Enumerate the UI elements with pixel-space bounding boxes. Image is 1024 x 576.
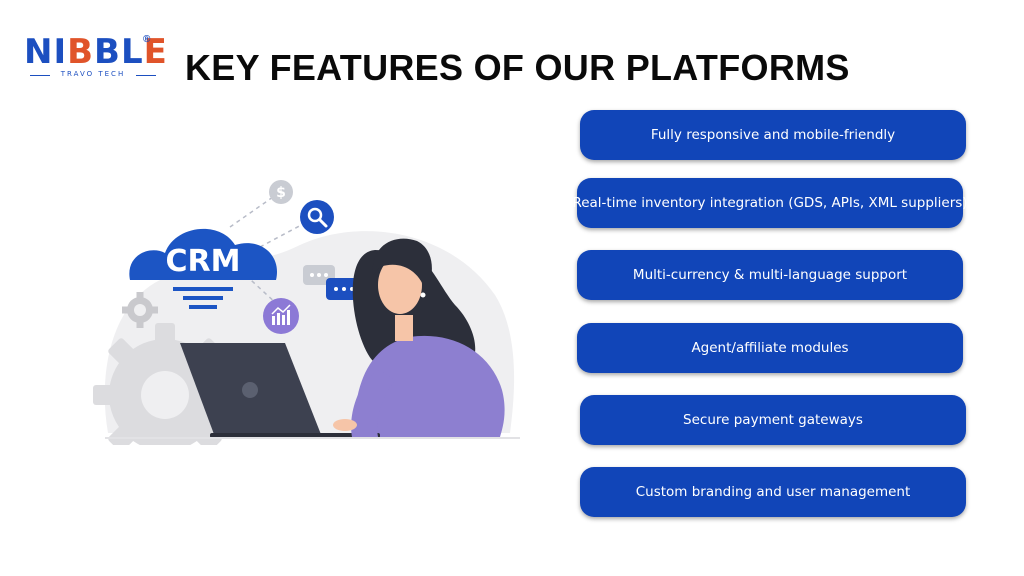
woman-earring	[420, 292, 426, 298]
woman-hair-top	[372, 238, 432, 293]
dollar-symbol: $	[276, 185, 286, 201]
logo-rule-left	[30, 75, 50, 76]
dollar-icon: $	[269, 180, 293, 204]
woman-neck	[395, 315, 413, 341]
logo-text-part2: BL	[94, 32, 144, 72]
logo-text-part1: NI	[24, 32, 68, 72]
feature-item-payment[interactable]: Secure payment gateways	[580, 395, 966, 445]
feature-item-agent-affiliate[interactable]: Agent/affiliate modules	[577, 323, 963, 373]
logo-tagline: TRAVO TECH	[60, 70, 126, 78]
registered-mark: ®	[143, 34, 151, 45]
logo-rule-right	[136, 75, 156, 76]
feature-item-responsive[interactable]: Fully responsive and mobile-friendly	[580, 110, 966, 160]
brand-logo: NIBBLE ® TRAVO TECH	[24, 32, 167, 82]
feature-item-multicurrency[interactable]: Multi-currency & multi-language support	[577, 250, 963, 300]
text-lines-icon	[173, 287, 233, 309]
search-icon	[300, 200, 334, 234]
logo-wordmark: NIBBLE	[24, 32, 168, 72]
analytics-icon	[263, 298, 299, 334]
woman-face	[378, 256, 422, 314]
page-title: KEY FEATURES OF OUR PLATFORMS	[185, 47, 850, 88]
cloud-icon: CRM	[129, 228, 277, 280]
feature-item-branding[interactable]: Custom branding and user management	[580, 467, 966, 517]
logo-text-accent: B	[67, 32, 95, 72]
logo-text-accent2: E	[143, 32, 168, 72]
small-gear-icon	[122, 292, 158, 328]
feature-item-inventory[interactable]: Real-time inventory integration (GDS, AP…	[572, 178, 968, 228]
woman-arm	[351, 370, 395, 437]
crm-label: CRM	[166, 244, 241, 279]
floor-line	[105, 437, 520, 439]
woman-hand	[333, 419, 357, 431]
crm-illustration: $ CRM	[93, 180, 520, 445]
woman-shirt	[354, 335, 505, 437]
laptop-icon	[180, 343, 380, 438]
